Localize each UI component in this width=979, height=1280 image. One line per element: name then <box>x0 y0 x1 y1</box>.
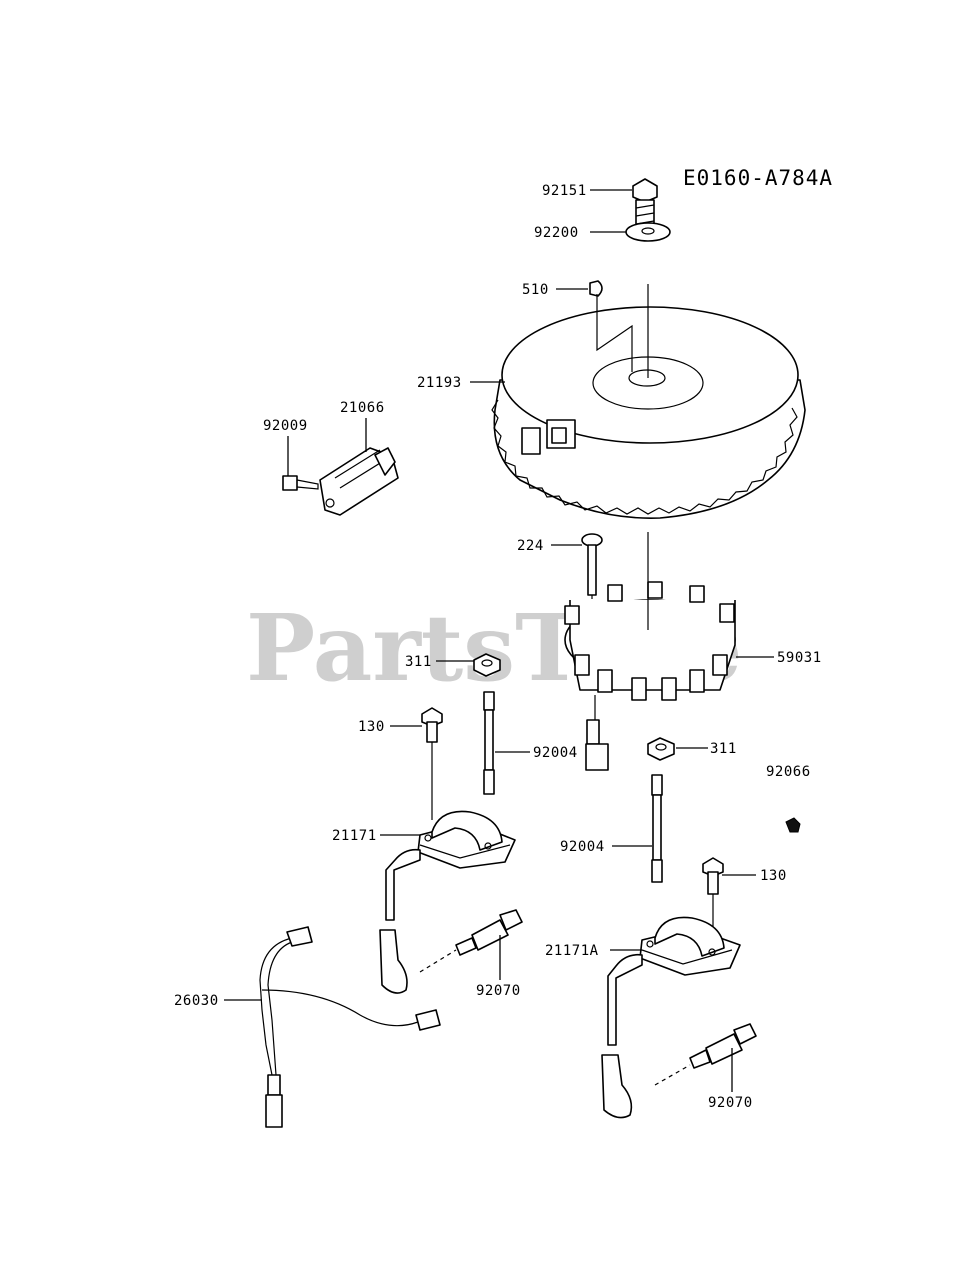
label-311-right: 311 <box>710 741 737 757</box>
part-130-bolt-left[interactable] <box>421 707 443 820</box>
part-510-key[interactable] <box>589 280 603 297</box>
part-130-bolt-right[interactable] <box>702 857 724 930</box>
part-59031-stator[interactable] <box>564 581 736 771</box>
label-59031: 59031 <box>777 650 822 666</box>
label-92004-left: 92004 <box>533 745 578 761</box>
part-26030-wire-harness[interactable] <box>259 926 441 1128</box>
label-92004-right: 92004 <box>560 839 605 855</box>
label-92070-left: 92070 <box>476 983 521 999</box>
part-21066-module[interactable] <box>319 447 399 516</box>
part-21171A-ignition-coil[interactable] <box>601 916 741 1119</box>
label-21066: 21066 <box>340 400 385 416</box>
part-92200-washer[interactable] <box>625 222 671 242</box>
label-21193: 21193 <box>417 375 462 391</box>
label-130-right: 130 <box>760 868 787 884</box>
part-92070-spark-plug-right[interactable] <box>689 1023 757 1069</box>
label-21171A: 21171A <box>545 943 599 959</box>
part-92070-spark-plug-left[interactable] <box>455 909 523 956</box>
part-21193-flywheel[interactable] <box>491 284 806 519</box>
label-224: 224 <box>517 538 544 554</box>
part-92066[interactable] <box>785 817 801 833</box>
part-92004-stud-right[interactable] <box>651 774 663 883</box>
label-92151: 92151 <box>542 183 587 199</box>
diagram-code: E0160-A784A <box>683 166 833 190</box>
part-92009-screw[interactable] <box>282 475 319 491</box>
part-92151-bolt[interactable] <box>632 178 658 236</box>
label-510: 510 <box>522 282 549 298</box>
label-92009: 92009 <box>263 418 308 434</box>
part-21171-ignition-coil[interactable] <box>379 810 516 994</box>
label-311-left: 311 <box>405 654 432 670</box>
label-21171: 21171 <box>332 828 377 844</box>
part-92004-stud-left[interactable] <box>483 691 495 795</box>
label-92200: 92200 <box>534 225 579 241</box>
label-92066: 92066 <box>766 764 811 780</box>
label-26030: 26030 <box>174 993 219 1009</box>
label-92070-right: 92070 <box>708 1095 753 1111</box>
part-311-nut-right[interactable] <box>647 737 675 761</box>
part-311-nut-left[interactable] <box>473 653 501 677</box>
label-130-left: 130 <box>358 719 385 735</box>
